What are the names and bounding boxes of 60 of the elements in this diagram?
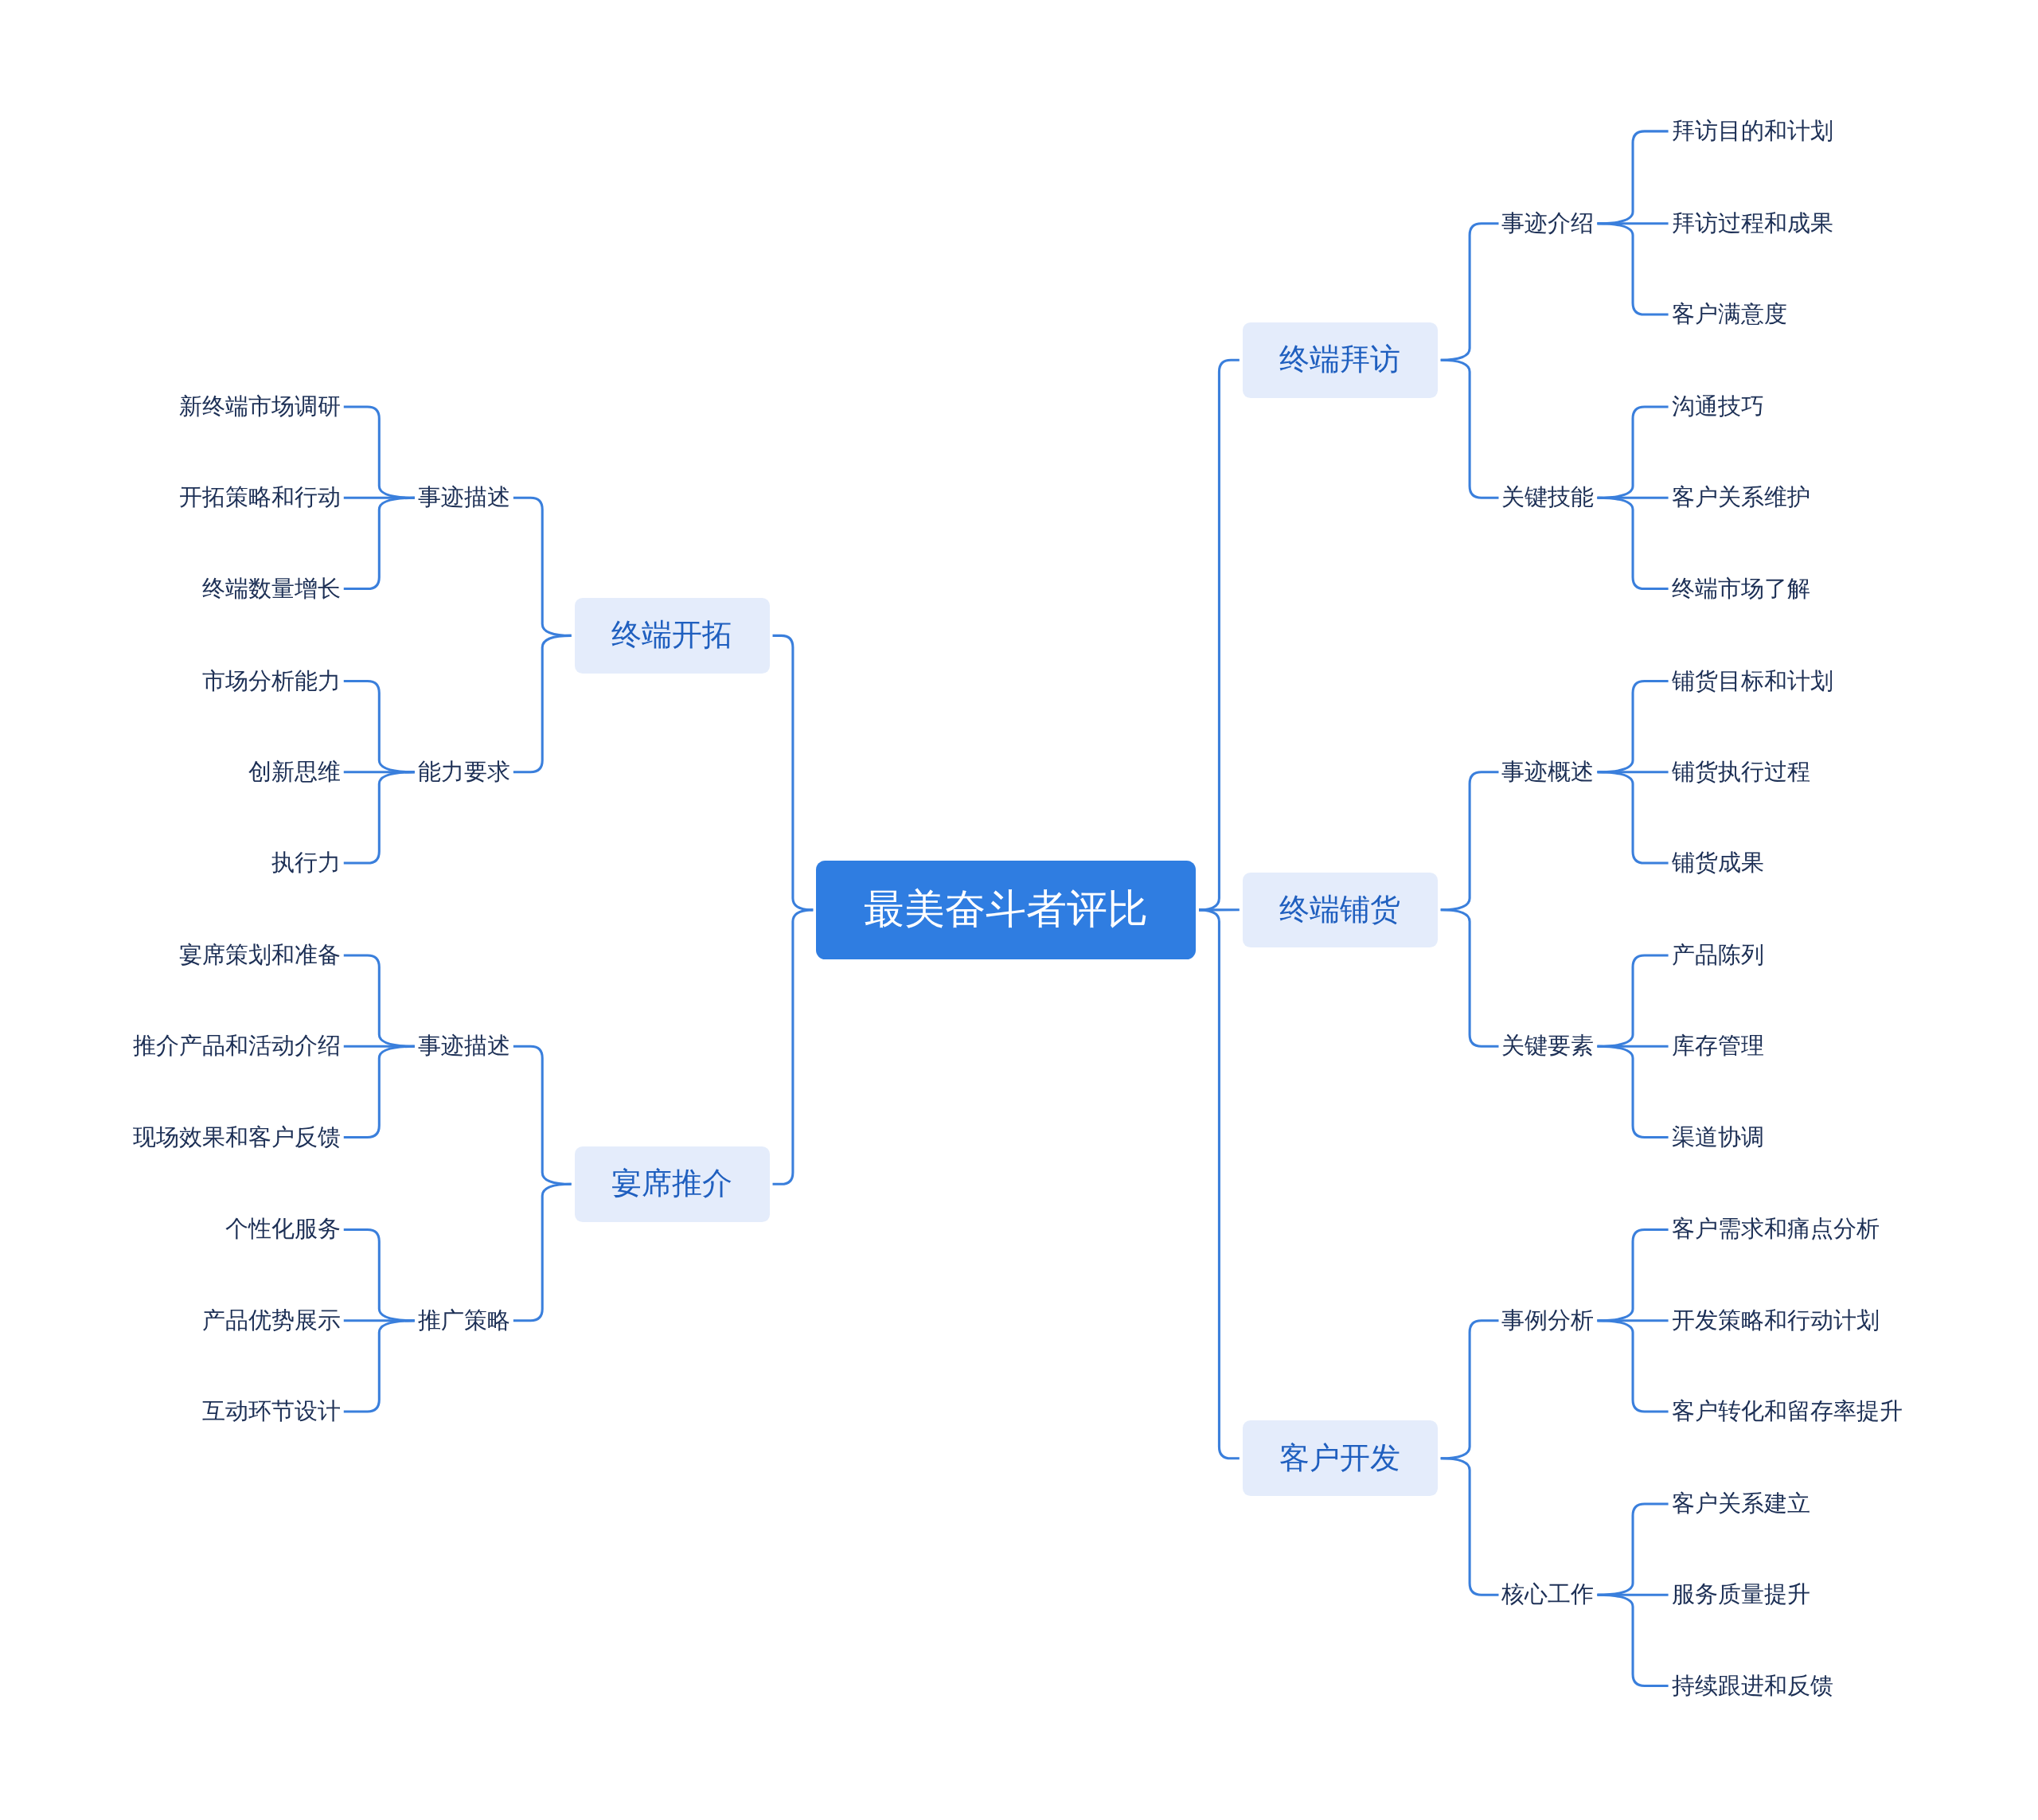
leaf-label: 终端数量增长 [201, 574, 341, 603]
leaf-label: 现场效果和客户反馈 [132, 1123, 341, 1152]
leaf-label: 铺货目标和计划 [1671, 666, 1833, 696]
leaf-label: 产品优势展示 [201, 1306, 341, 1335]
connector-line [1597, 1045, 1669, 1139]
leaf-label: 持续跟进和反馈 [1671, 1671, 1833, 1701]
leaf-label: 客户转化和留存率提升 [1671, 1397, 1903, 1426]
topic-box: 终端拜访 [1242, 322, 1438, 398]
topic-box: 客户开发 [1242, 1420, 1438, 1497]
connector-line [513, 1182, 572, 1322]
subtopic-label: 核心工作 [1501, 1580, 1595, 1609]
connector-line [343, 1045, 415, 1139]
subtopic-label: 关键要素 [1501, 1032, 1595, 1060]
leaf-label: 拜访过程和成果 [1671, 209, 1833, 238]
connector-line [1597, 496, 1669, 591]
connector-line [343, 1319, 415, 1413]
subtopic-label: 关键技能 [1501, 483, 1595, 512]
connector-line [1597, 771, 1669, 865]
leaf-label: 客户满意度 [1671, 300, 1787, 329]
connector-line [1597, 1319, 1669, 1413]
leaf-label: 创新思维 [248, 758, 341, 787]
leaf-label: 库存管理 [1671, 1032, 1764, 1060]
leaf-label: 执行力 [271, 849, 341, 877]
connector-line [1597, 222, 1669, 316]
subtopic-label: 推广策略 [417, 1306, 510, 1335]
topic-box: 宴席推介 [574, 1146, 770, 1222]
connector-line [513, 634, 572, 774]
leaf-label: 终端市场了解 [1671, 574, 1810, 603]
leaf-label: 客户需求和痛点分析 [1671, 1215, 1880, 1244]
leaf-label: 铺货成果 [1671, 849, 1764, 877]
topic-box: 终端开拓 [574, 598, 770, 674]
subtopic-label: 事迹描述 [417, 483, 510, 512]
leaf-label: 互动环节设计 [201, 1397, 341, 1426]
leaf-label: 新终端市场调研 [178, 393, 341, 421]
leaf-label: 市场分析能力 [201, 666, 341, 696]
leaf-label: 客户关系建立 [1671, 1490, 1810, 1518]
leaf-label: 服务质量提升 [1671, 1580, 1810, 1609]
leaf-label: 沟通技巧 [1671, 393, 1764, 421]
leaf-label: 个性化服务 [224, 1215, 341, 1244]
leaf-label: 拜访目的和计划 [1671, 117, 1833, 146]
leaf-label: 推介产品和活动介绍 [132, 1032, 341, 1060]
subtopic-label: 事迹描述 [417, 1032, 510, 1060]
connector-line [1440, 358, 1499, 499]
leaf-label: 渠道协调 [1671, 1123, 1764, 1152]
leaf-label: 客户关系维护 [1671, 483, 1810, 512]
topic-box: 终端铺货 [1242, 872, 1438, 948]
connector-line [343, 496, 415, 591]
subtopic-label: 事迹概述 [1501, 758, 1595, 787]
leaf-label: 开拓策略和行动 [178, 483, 341, 512]
connector-line [343, 771, 415, 865]
subtopic-label: 事迹介绍 [1501, 209, 1595, 238]
subtopic-label: 能力要求 [417, 758, 510, 787]
leaf-label: 开发策略和行动计划 [1671, 1306, 1880, 1335]
leaf-label: 铺货执行过程 [1671, 758, 1810, 787]
connector-line [1597, 1593, 1669, 1688]
leaf-label: 产品陈列 [1671, 941, 1764, 970]
central-topic-box: 最美奋斗者评比 [816, 860, 1197, 959]
connector-line [1440, 908, 1499, 1048]
subtopic-label: 事例分析 [1501, 1306, 1595, 1335]
leaf-label: 宴席策划和准备 [178, 941, 341, 970]
